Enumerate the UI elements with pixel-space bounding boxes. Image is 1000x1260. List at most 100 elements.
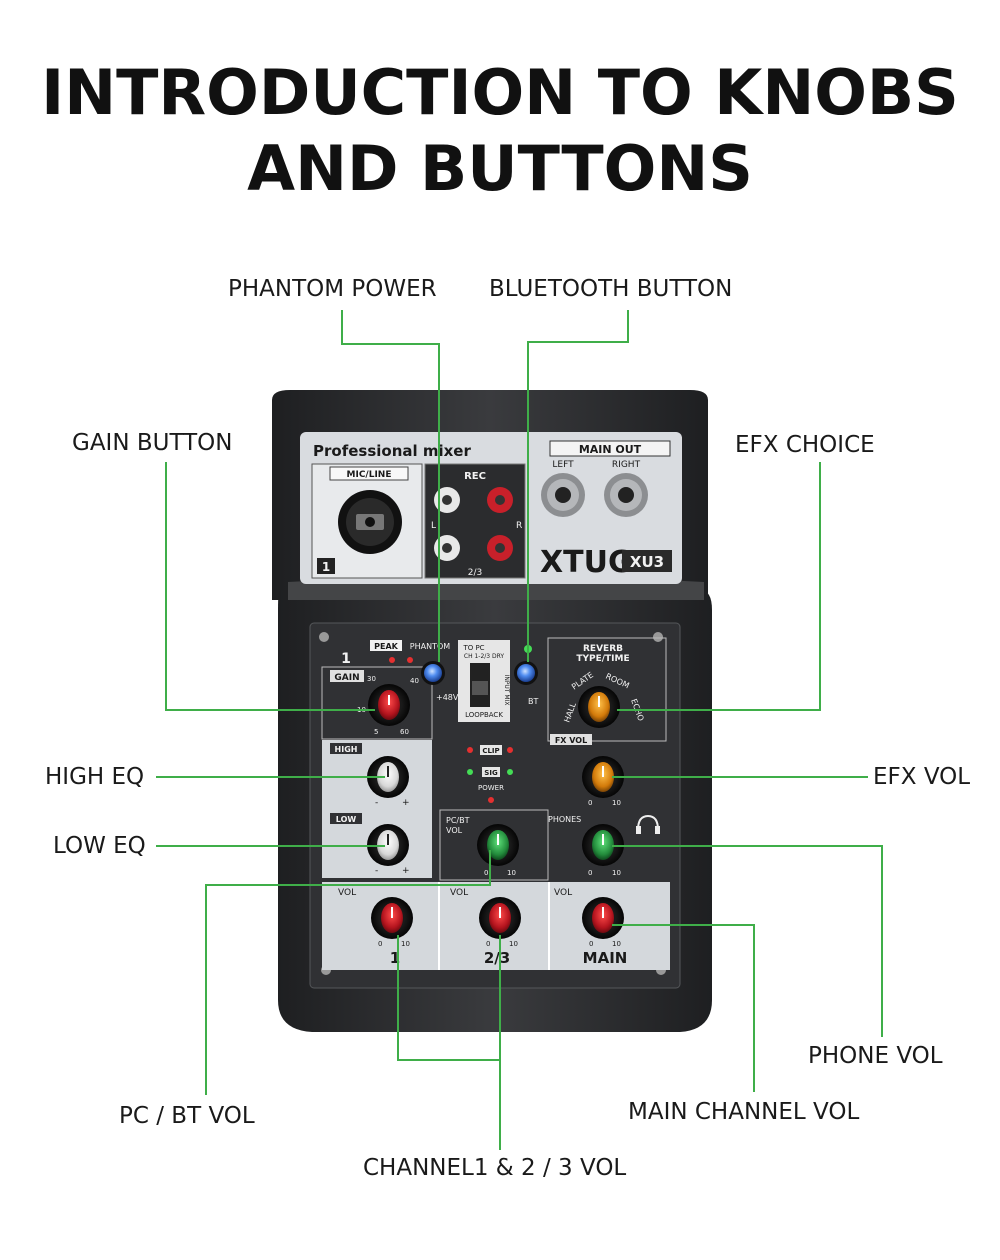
to-pc-label: TO PC [462,644,484,652]
reverb-label: REVERB [583,644,623,654]
phones-tick-10: 10 [612,869,621,877]
phones-label: PHONES [548,815,581,824]
pcbt-tick-10: 10 [507,869,516,877]
pcbt-tick-0: 0 [484,869,488,877]
efx-choice-knob[interactable] [578,686,620,728]
main-strip-label: MAIN [583,949,628,967]
rec-r-label: R [516,521,522,531]
callout-phone-vol: PHONE VOL [808,1043,943,1069]
leader-bluetooth [527,310,629,662]
ch1-tick-0: 0 [378,940,382,948]
callout-bluetooth-button: BLUETOOTH BUTTON [489,276,733,302]
gain-knob[interactable] [368,684,410,726]
clip-label: CLIP [482,747,499,755]
callout-channel-vol: CHANNEL1 & 2 / 3 VOL [363,1155,627,1181]
bt-label: BT [528,697,538,706]
sig-label: SIG [484,769,498,777]
ch23-vol-label: VOL [450,888,468,898]
rec-l-label: L [431,521,436,531]
power-label: POWER [478,784,504,792]
low-plus: + [402,866,410,876]
callout-high-eq: HIGH EQ [45,764,145,790]
low-label: LOW [336,815,357,824]
phone-vol-knob[interactable] [582,824,624,866]
rca-rec-right-red[interactable] [487,487,513,513]
main-tick-10: 10 [612,940,621,948]
phantom-power-button[interactable] [421,661,445,685]
bluetooth-button[interactable] [514,661,538,685]
ch-dry-label: CH 1-2/3 DRY [464,653,505,660]
ch23-tick-0: 0 [486,940,490,948]
leader-channels [397,935,501,1150]
plus48v-label: +48V [436,693,459,702]
main-out-right-jack[interactable] [604,473,648,517]
ch1-strip-label: 1 [390,949,400,967]
title-line-2: AND BUTTONS [247,132,753,205]
callout-phantom-power: PHANTOM POWER [228,276,437,302]
ch23-strip-label: 2/3 [484,949,510,967]
model-label: XU3 [630,553,664,571]
gain-tick-40: 40 [410,677,419,685]
ch23-vol-knob[interactable] [479,897,521,939]
gain-label: GAIN [334,673,359,683]
phantom-label: PHANTOM [410,642,450,651]
leader-gain [165,462,375,711]
xlr-combo-jack[interactable] [338,490,402,554]
pc-bt-vol-knob[interactable] [477,824,519,866]
main-vol-label: VOL [554,888,572,898]
main-tick-0: 0 [589,940,593,948]
phones-tick-0: 0 [588,869,592,877]
high-eq-knob[interactable] [367,756,409,798]
right-label: RIGHT [612,460,641,470]
fx-vol-label: FX VOL [555,736,587,745]
gain-tick-30: 30 [367,675,376,683]
low-eq-knob[interactable] [367,824,409,866]
gain-tick-60: 60 [400,728,409,736]
leader-phantom [341,310,440,662]
rca-rec-left-white[interactable] [434,487,460,513]
main-out-left-jack[interactable] [541,473,585,517]
high-minus: - [375,798,378,808]
type-time-label: TYPE/TIME [576,654,629,664]
leader-efx-choice [617,462,821,711]
callout-efx-choice: EFX CHOICE [735,432,875,458]
gain-tick-5: 5 [374,728,378,736]
loopback-label: LOOPBACK [465,711,503,719]
rec-label: REC [464,471,486,482]
rca-23-left-white[interactable] [434,535,460,561]
ch1-badge: 1 [322,560,330,574]
leader-phone-vol [612,845,883,1037]
peak-label: PEAK [374,642,399,651]
callout-gain-button: GAIN BUTTON [72,430,233,456]
rca-23-right-red[interactable] [487,535,513,561]
ch1-tick-10: 10 [401,940,410,948]
callout-main-channel-vol: MAIN CHANNEL VOL [628,1099,860,1125]
high-label: HIGH [335,745,358,754]
ch1-vol-label: VOL [338,888,356,898]
leader-lines [156,310,883,1150]
high-plus: + [402,798,410,808]
leader-pc-bt [205,850,491,1095]
leader-main-vol [612,924,755,1092]
brand-panel-text: Professional mixer [313,442,471,460]
efx-vol-knob[interactable] [582,756,624,798]
pcbt-label: PC/BT [446,816,470,825]
io-panel: Professional mixer MAIN OUT LEFT RIGHT M… [300,432,682,584]
ch1-vol-knob[interactable] [371,897,413,939]
main-out-label: MAIN OUT [579,443,642,456]
input-mix-switch[interactable] [470,663,490,707]
mic-line-label: MIC/LINE [347,470,392,480]
main-vol-knob[interactable] [582,897,624,939]
fx-vol-tick-10: 10 [612,799,621,807]
rec-23-label: 2/3 [468,568,482,578]
control-panel: 1 PEAK PHANTOM GAIN +48V 30 40 10 5 60 T… [309,622,681,989]
input-mix-label: INPUT MIX [503,675,510,706]
title-line-1: INTRODUCTION TO KNOBS [41,56,959,129]
callout-pc-bt-vol: PC / BT VOL [119,1103,255,1129]
ch23-tick-10: 10 [509,940,518,948]
ch1-number: 1 [341,651,351,667]
page-title: INTRODUCTION TO KNOBS AND BUTTONS [0,55,1000,207]
low-minus: - [375,866,378,876]
pcbt-vol-label: VOL [446,826,463,835]
